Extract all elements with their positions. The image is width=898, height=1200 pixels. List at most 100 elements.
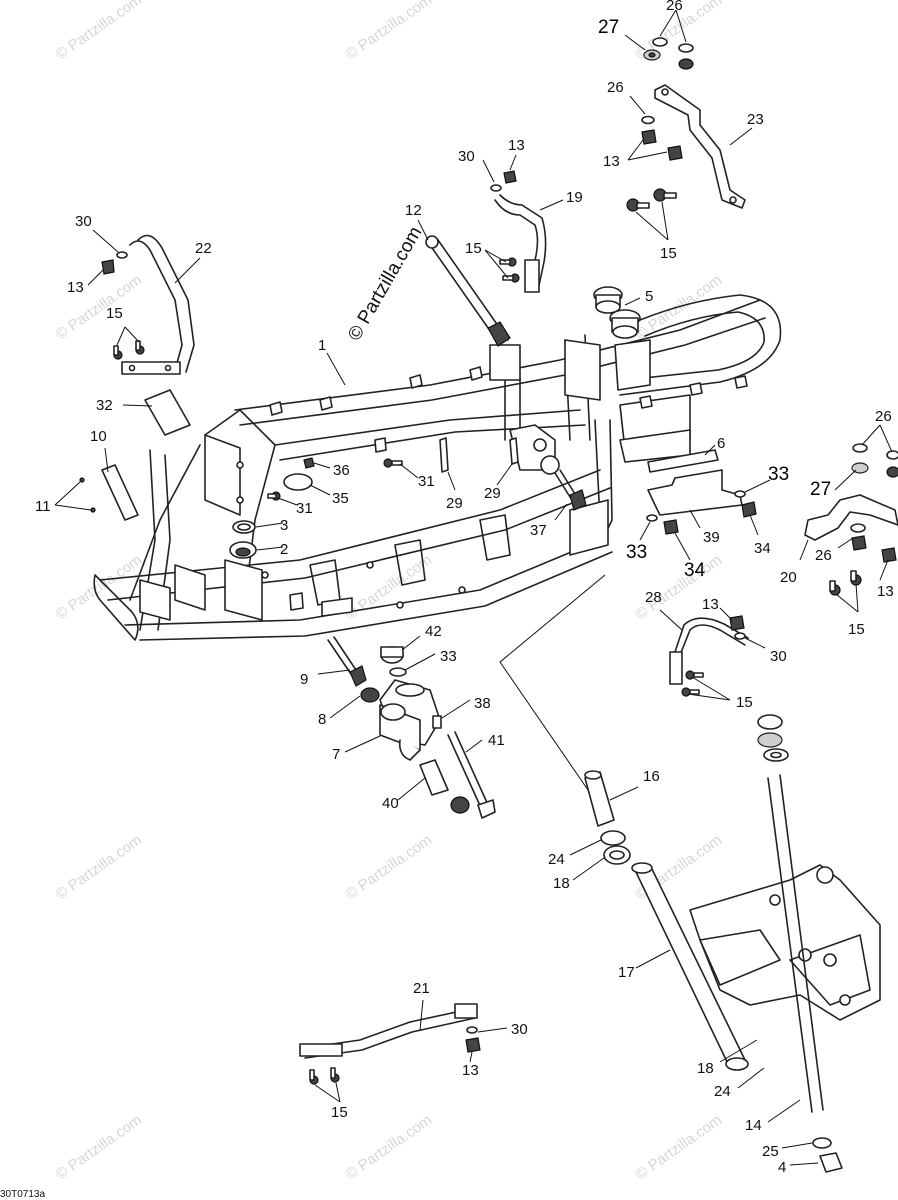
- watermark: © Partzilla.com: [343, 831, 436, 903]
- callout-26: 26: [666, 0, 683, 14]
- callout-34: 34: [754, 540, 771, 557]
- callout-30: 30: [458, 148, 475, 165]
- part-28-bracket: [669, 617, 749, 685]
- callout-26: 26: [815, 547, 832, 564]
- part-33-washer: [389, 667, 407, 677]
- callout-5: 5: [645, 288, 653, 305]
- part-40-sleeve: [419, 759, 449, 796]
- callout-30: 30: [511, 1021, 528, 1038]
- callout-12: 12: [405, 202, 422, 219]
- watermark: © Partzilla.com: [53, 551, 146, 623]
- callout-22: 22: [195, 240, 212, 257]
- callout-25: 25: [762, 1143, 779, 1160]
- fastener-group: [101, 37, 898, 1085]
- callout-labels: 27 26 26 23 13 15 30 13 19 15 12 30 22 1…: [35, 0, 894, 1176]
- watermark: © Partzilla.com: [343, 1111, 436, 1183]
- part-11-fasteners: [79, 477, 96, 513]
- part-24-washer: [600, 830, 626, 846]
- part-32-plate: [144, 389, 191, 436]
- part-38-grease: [432, 715, 442, 729]
- callout-29: 29: [446, 495, 463, 512]
- callout-32: 32: [96, 397, 113, 414]
- part-7-bushing-assy: [379, 679, 441, 761]
- part-20-bracket: [804, 494, 898, 541]
- callout-15: 15: [331, 1104, 348, 1121]
- callout-6: 6: [717, 435, 725, 452]
- callout-13: 13: [508, 137, 525, 154]
- callout-8: 8: [318, 711, 326, 728]
- part-17-swing-arm: [631, 862, 881, 1071]
- callout-13: 13: [462, 1062, 479, 1079]
- watermark: © Partzilla.com: [633, 1111, 726, 1183]
- watermark: © Partzilla.com: [53, 0, 146, 63]
- part-18-seal: [603, 845, 631, 865]
- callout-30: 30: [770, 648, 787, 665]
- part-22-bracket: [121, 234, 195, 375]
- callout-23: 23: [747, 111, 764, 128]
- callout-20: 20: [780, 569, 797, 586]
- callout-4: 4: [778, 1159, 786, 1176]
- callout-34: 34: [684, 560, 706, 581]
- part-14-pivot-bolt: [767, 774, 824, 1113]
- callout-42: 42: [425, 623, 442, 640]
- callout-31: 31: [296, 500, 313, 517]
- part-18-seal-lower: [757, 714, 783, 748]
- callout-29: 29: [484, 485, 501, 502]
- callout-3: 3: [280, 517, 288, 534]
- watermark: © Partzilla.com: [343, 551, 436, 623]
- callout-36: 36: [333, 462, 350, 479]
- callout-13: 13: [67, 279, 84, 296]
- callout-18: 18: [697, 1060, 714, 1077]
- callout-26: 26: [607, 79, 624, 96]
- part-6-plate: [647, 449, 719, 473]
- callout-15: 15: [736, 694, 753, 711]
- part-16-pivot-tube: [584, 770, 615, 827]
- leader-lines: [54, 9, 893, 1166]
- callout-21: 21: [413, 980, 430, 997]
- part-19-bracket: [494, 194, 547, 293]
- callout-41: 41: [488, 732, 505, 749]
- main-frame: [93, 294, 782, 641]
- part-42-nut: [380, 646, 404, 664]
- part-41-bolt: [447, 731, 496, 819]
- callout-16: 16: [643, 768, 660, 785]
- part-12-rod: [425, 235, 511, 347]
- part-8-bushing: [360, 687, 380, 703]
- part-4-nut: [819, 1152, 843, 1173]
- part-23-bracket: [654, 84, 746, 209]
- callout-27: 27: [810, 479, 831, 500]
- callout-7: 7: [332, 746, 340, 763]
- part-25-washer: [812, 1137, 832, 1149]
- callout-27: 27: [598, 17, 619, 38]
- callout-33: 33: [440, 648, 457, 665]
- callout-40: 40: [382, 795, 399, 812]
- callout-39: 39: [703, 529, 720, 546]
- callout-31: 31: [418, 473, 435, 490]
- callout-24: 24: [548, 851, 565, 868]
- callout-26: 26: [875, 408, 892, 425]
- callout-24: 24: [714, 1083, 731, 1100]
- drawing-code: 30T0713a: [0, 1189, 45, 1200]
- callout-14: 14: [745, 1117, 762, 1134]
- callout-35: 35: [332, 490, 349, 507]
- callout-11: 11: [35, 498, 51, 515]
- callout-19: 19: [566, 189, 583, 206]
- watermark: © Partzilla.com: [343, 0, 436, 63]
- watermark: © Partzilla.com: [53, 831, 146, 903]
- callout-28: 28: [645, 589, 662, 606]
- callout-33: 33: [626, 542, 647, 563]
- callout-30: 30: [75, 213, 92, 230]
- part-9-bolt: [327, 636, 367, 687]
- part-39-bracket: [647, 469, 743, 516]
- callout-9: 9: [300, 671, 308, 688]
- callout-2: 2: [280, 541, 288, 558]
- callout-15: 15: [106, 305, 123, 322]
- callout-1: 1: [318, 337, 326, 354]
- callout-13: 13: [877, 583, 894, 600]
- callout-13: 13: [603, 153, 620, 170]
- callout-10: 10: [90, 428, 107, 445]
- callout-15: 15: [660, 245, 677, 262]
- callout-18: 18: [553, 875, 570, 892]
